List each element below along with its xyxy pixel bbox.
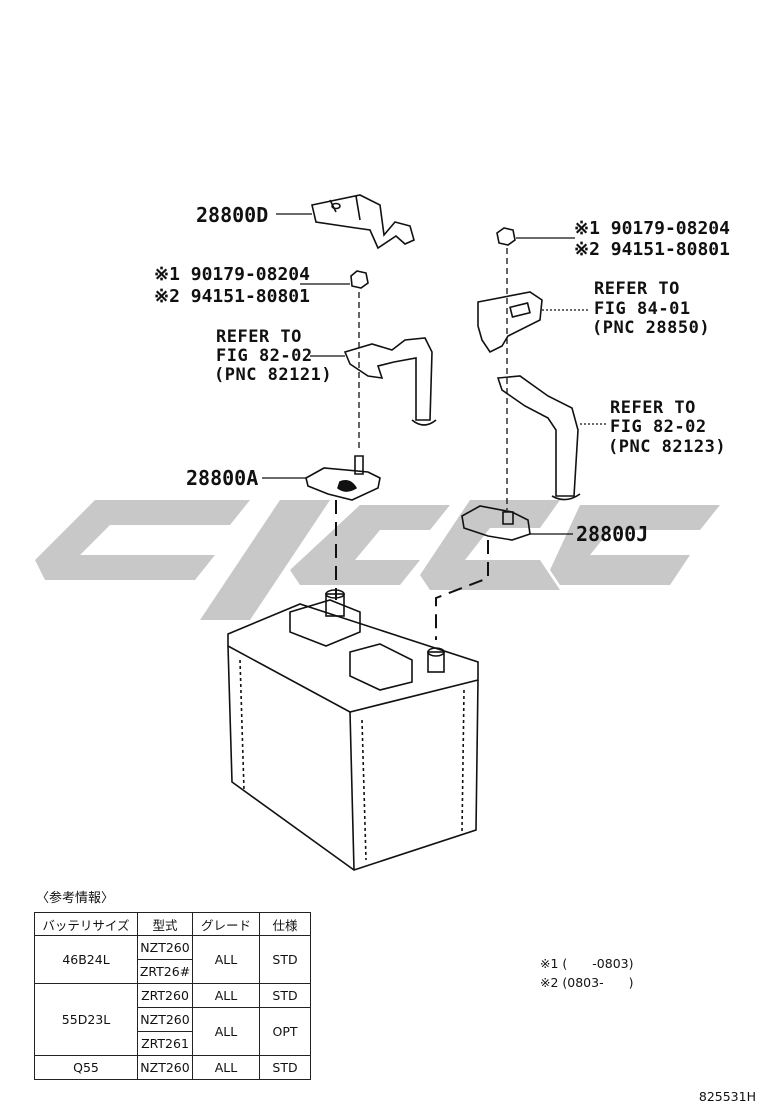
nut-left <box>350 270 369 289</box>
note-1: ※1 ( -0803) <box>540 956 634 971</box>
cell-spec: STD <box>259 935 311 984</box>
ref-right-top-line-2: FIG 84-01 <box>594 299 691 319</box>
watermark-logo <box>35 500 720 620</box>
ref-right-bottom-line-2: FIG 82-02 <box>610 417 707 437</box>
header-model: 型式 <box>137 912 193 936</box>
ref-right-top-line-1: REFER TO <box>594 279 680 299</box>
cable-lug-right <box>496 375 581 501</box>
cell-spec: OPT <box>259 1007 311 1056</box>
header-battery-size: バッテリサイズ <box>34 912 138 936</box>
battery-sensor <box>477 291 543 354</box>
callout-28800d: 28800D <box>196 203 268 227</box>
cell-grade: ALL <box>192 1007 260 1056</box>
callout-right-nut-2: ※2 94151-80801 <box>574 239 730 260</box>
table-row: ZRT261 <box>35 1031 311 1056</box>
table-row: 55D23L ZRT260 ALL STD <box>34 983 311 1056</box>
cell-grade: ALL <box>192 983 260 1008</box>
ref-right-bottom-line-1: REFER TO <box>610 398 696 418</box>
cell-model: ZRT260 <box>137 983 193 1008</box>
header-spec: 仕様 <box>259 912 311 936</box>
callout-right-nut-1: ※1 90179-08204 <box>574 218 730 239</box>
callout-28800j: 28800J <box>576 522 648 546</box>
table-row: 46B24L NZT260 ALL STD <box>34 935 311 984</box>
header-grade: グレード <box>192 912 260 936</box>
cell-size: 46B24L <box>34 935 138 984</box>
cell-model: NZT260 <box>137 1055 193 1080</box>
battery-spec-table: バッテリサイズ 型式 グレード 仕様 46B24L NZT260 ALL STD… <box>34 912 311 1080</box>
callout-left-nut-1: ※1 90179-08204 <box>154 264 310 285</box>
period-notes: ※1 ( -0803) ※2 (0803- ) <box>540 954 633 992</box>
nut-right <box>496 227 516 246</box>
ref-right-top-line-3: (PNC 28850) <box>592 318 710 338</box>
cable-lug-left <box>343 337 437 426</box>
cell-spec: STD <box>259 983 311 1008</box>
note-2: ※2 (0803- ) <box>540 975 634 990</box>
terminal-cover-28800d <box>311 194 415 250</box>
table-row: NZT260 ALL OPT <box>35 1007 311 1056</box>
cell-grade: ALL <box>192 935 260 984</box>
cell-model: NZT260 <box>137 935 193 960</box>
ref-left-line-1: REFER TO <box>216 327 302 347</box>
ref-left-line-3: (PNC 82121) <box>214 365 332 385</box>
table-row: ZRT26# <box>35 959 311 984</box>
cell-model: ZRT261 <box>137 1031 193 1056</box>
terminal-clamp-28800a <box>305 455 381 501</box>
battery <box>227 589 479 871</box>
table-title: 〈参考情報〉 <box>36 891 115 906</box>
table-row: Q55 NZT260 ALL STD <box>34 1055 311 1080</box>
callout-28800a: 28800A <box>186 466 258 490</box>
ref-left-line-2: FIG 82-02 <box>216 346 313 366</box>
table-header-row: バッテリサイズ 型式 グレード 仕様 <box>34 912 311 936</box>
cell-grade: ALL <box>192 1055 260 1080</box>
ref-right-bottom-line-3: (PNC 82123) <box>608 437 726 457</box>
cell-model: ZRT26# <box>137 959 193 984</box>
cell-size: 55D23L <box>34 983 138 1056</box>
cell-size: Q55 <box>34 1055 138 1080</box>
drawing-id: 825531H <box>698 1089 756 1104</box>
cell-spec: STD <box>259 1055 311 1080</box>
callout-left-nut-2: ※2 94151-80801 <box>154 286 310 307</box>
cell-model: NZT260 <box>137 1007 193 1032</box>
